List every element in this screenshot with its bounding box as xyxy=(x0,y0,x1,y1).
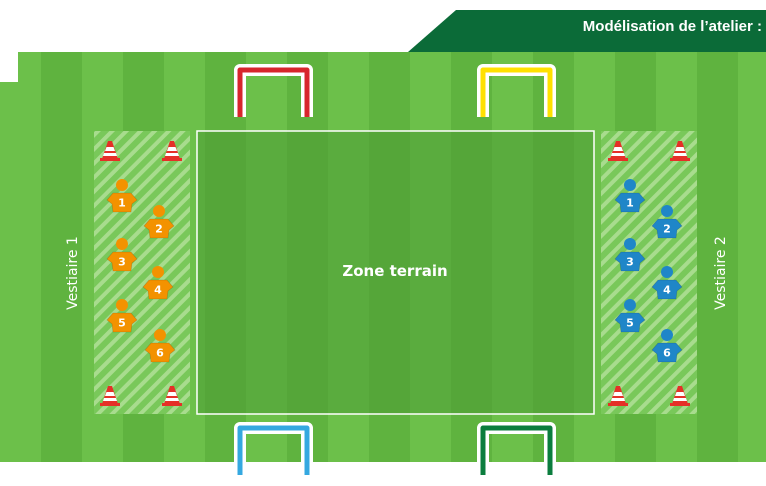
grass-stripe xyxy=(0,52,41,462)
player-number: 3 xyxy=(622,256,638,269)
bottom-margin xyxy=(0,462,766,486)
header-title: Modélisation de l’atelier : xyxy=(583,18,762,35)
changing-room-1-label: Vestiaire 1 xyxy=(65,236,81,310)
player-number: 2 xyxy=(659,223,675,236)
player-number: 5 xyxy=(622,317,638,330)
changing-room-2-label: Vestiaire 2 xyxy=(713,236,729,310)
player-number: 6 xyxy=(659,347,675,360)
player-number: 5 xyxy=(114,317,130,330)
zone-label: Zone terrain xyxy=(342,262,447,280)
player-number: 6 xyxy=(152,347,168,360)
player-number: 1 xyxy=(622,197,638,210)
player-number: 4 xyxy=(150,284,166,297)
changing-room-right xyxy=(601,131,697,414)
top-margin xyxy=(0,0,408,52)
player-number: 2 xyxy=(151,223,167,236)
player-number: 3 xyxy=(114,256,130,269)
player-number: 1 xyxy=(114,197,130,210)
left-notch xyxy=(0,52,18,82)
changing-room-left xyxy=(94,131,190,414)
grass-stripe xyxy=(738,52,766,462)
player-number: 4 xyxy=(659,284,675,297)
